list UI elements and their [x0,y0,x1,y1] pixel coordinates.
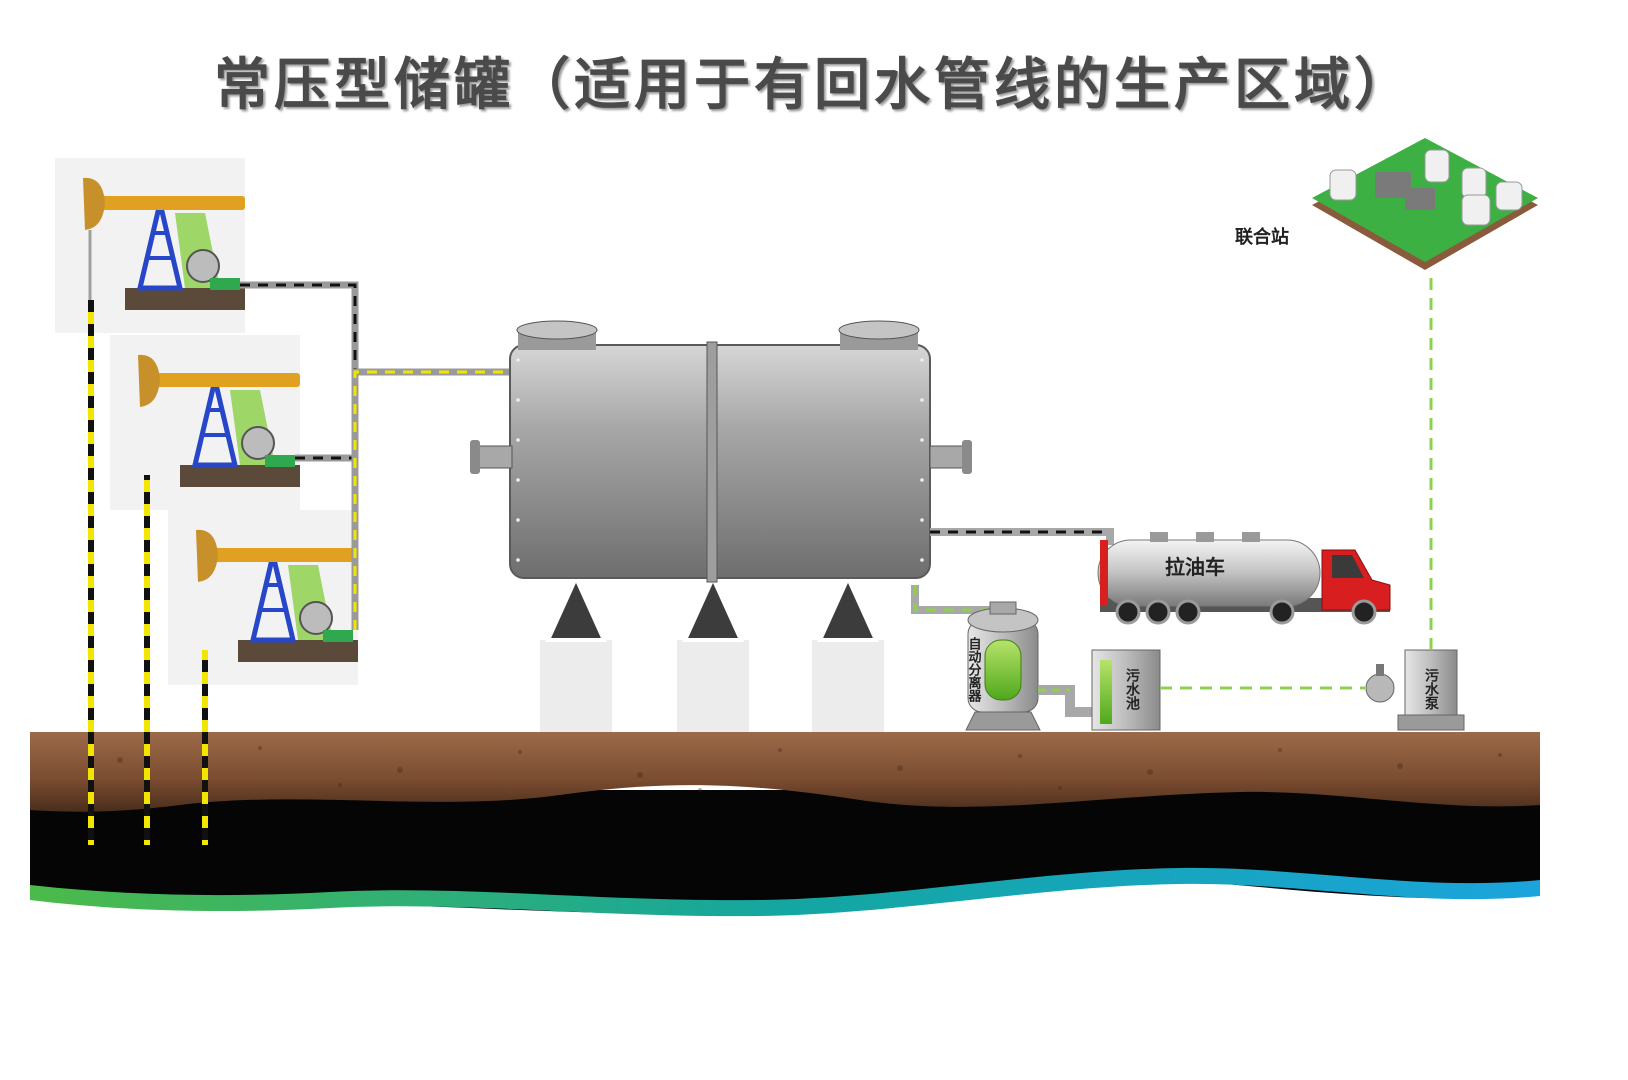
flowline-wells-to-tank [240,281,510,630]
ground [30,732,1540,917]
sewage-pool-label: 污水池 [1124,667,1140,711]
joint-station [1312,138,1538,270]
well-strings [88,300,208,845]
oil-layer [30,790,1540,914]
oil-truck [1097,532,1391,625]
storage-tank [470,320,972,732]
soil-layer [30,732,1540,812]
pipe-tank-to-truck [930,528,1114,545]
truck-label: 拉油车 [1165,555,1225,579]
pump-valve [1365,664,1395,703]
pipe-tank-to-separator [911,585,995,614]
station-label: 联合站 [1235,226,1289,248]
sewage-pool [1091,649,1161,731]
water-layer [30,867,1540,917]
sewage-pump [1397,649,1465,731]
pipe-separator-to-pool [1038,685,1092,717]
pumpjack-2 [138,354,300,487]
page-title: 常压型储罐（适用于有回水管线的生产区域） [214,53,1414,118]
pumpjack-3 [196,529,358,662]
auto-separator [965,601,1041,731]
sewage-pump-label: 污水泵 [1423,667,1439,711]
pumpjack-1 [83,177,245,328]
